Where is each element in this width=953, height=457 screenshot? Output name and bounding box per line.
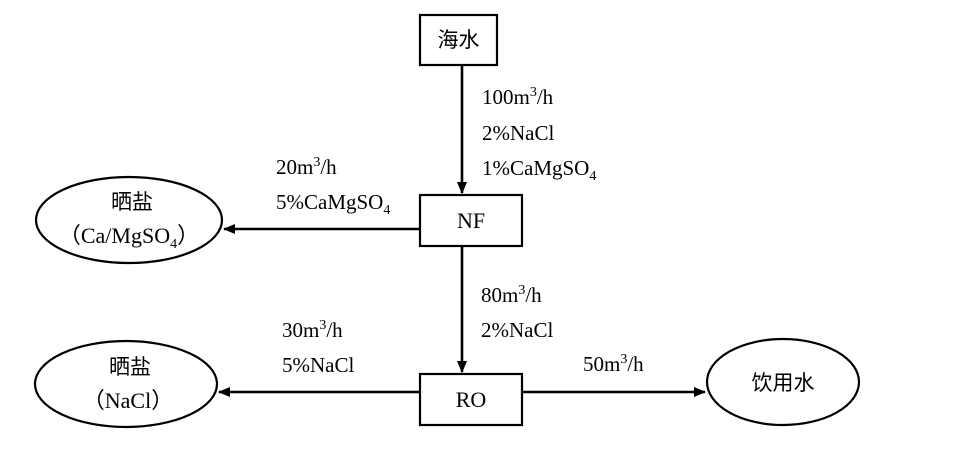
flow-unit: /h bbox=[537, 85, 554, 109]
node-salt-sulfate-line2-sub: 4 bbox=[170, 237, 177, 252]
flow-main: 30m bbox=[282, 318, 319, 342]
edge-nf-to-salt-conc: 5%CaMgSO4 bbox=[276, 190, 390, 218]
flow-main: 80m bbox=[481, 283, 518, 307]
flow-sup: 3 bbox=[313, 155, 320, 170]
flow-main: 20m bbox=[276, 155, 313, 179]
edge-nf-to-ro-conc: 2%NaCl bbox=[481, 318, 553, 342]
edge-ro-to-salt-conc: 5%NaCl bbox=[282, 353, 354, 377]
node-salt-sulfate-line2: （Ca/MgSO4） bbox=[59, 223, 199, 252]
edge-ro-to-drinking: 50m3/h bbox=[522, 352, 706, 397]
node-salt-nacl: 晒盐 （NaCl） bbox=[33, 339, 219, 429]
flow-sup: 3 bbox=[620, 352, 627, 367]
flow-sup: 3 bbox=[319, 318, 326, 333]
edge-ro-to-salt-flow: 30m3/h bbox=[282, 318, 343, 342]
edge-ro-to-drinking-flow: 50m3/h bbox=[583, 352, 644, 376]
node-nf: NF bbox=[418, 193, 524, 248]
node-drinking-water: 饮用水 bbox=[705, 337, 861, 427]
edge-seawater-to-nf: 100m3/h 2%NaCl 1%CaMgSO4 bbox=[457, 65, 596, 194]
flow-sup: 3 bbox=[518, 283, 525, 298]
conc-main: 1%CaMgSO bbox=[482, 156, 589, 180]
conc-sub: 4 bbox=[589, 169, 596, 184]
edge-seawater-to-nf-flow: 100m3/h bbox=[482, 85, 554, 109]
flow-unit: /h bbox=[525, 283, 542, 307]
flow-sup: 3 bbox=[530, 85, 537, 100]
node-ro-label: RO bbox=[456, 387, 487, 412]
flow-unit: /h bbox=[320, 155, 337, 179]
edge-nf-to-salt: 20m3/h 5%CaMgSO4 bbox=[223, 155, 420, 234]
edge-seawater-to-nf-conc2: 1%CaMgSO4 bbox=[482, 156, 596, 184]
edge-nf-to-ro: 80m3/h 2%NaCl bbox=[457, 246, 553, 373]
node-drinking-water-label: 饮用水 bbox=[752, 371, 815, 395]
flow-main: 100m bbox=[482, 85, 530, 109]
node-seawater: 海水 bbox=[418, 13, 499, 67]
edge-seawater-to-nf-conc1: 2%NaCl bbox=[482, 121, 554, 145]
node-nf-label: NF bbox=[457, 208, 485, 233]
conc-main: 5%CaMgSO bbox=[276, 190, 383, 214]
flow-unit: /h bbox=[627, 352, 644, 376]
node-ro: RO bbox=[418, 372, 524, 427]
node-salt-nacl-line1: 晒盐 bbox=[109, 355, 151, 379]
conc-sub: 4 bbox=[383, 203, 390, 218]
node-salt-sulfate: 晒盐 （Ca/MgSO4） bbox=[34, 175, 224, 265]
edge-ro-to-salt: 30m3/h 5%NaCl bbox=[218, 318, 420, 397]
node-salt-sulfate-line1: 晒盐 bbox=[111, 190, 153, 214]
node-salt-nacl-line2: （NaCl） bbox=[83, 388, 173, 413]
edge-nf-to-salt-flow: 20m3/h bbox=[276, 155, 337, 179]
node-seawater-label: 海水 bbox=[438, 28, 480, 52]
node-salt-sulfate-line2-end: ） bbox=[177, 223, 199, 248]
flow-unit: /h bbox=[326, 318, 343, 342]
flow-main: 50m bbox=[583, 352, 620, 376]
edge-nf-to-ro-flow: 80m3/h bbox=[481, 283, 542, 307]
node-salt-sulfate-line2-main: （Ca/MgSO bbox=[59, 223, 170, 248]
